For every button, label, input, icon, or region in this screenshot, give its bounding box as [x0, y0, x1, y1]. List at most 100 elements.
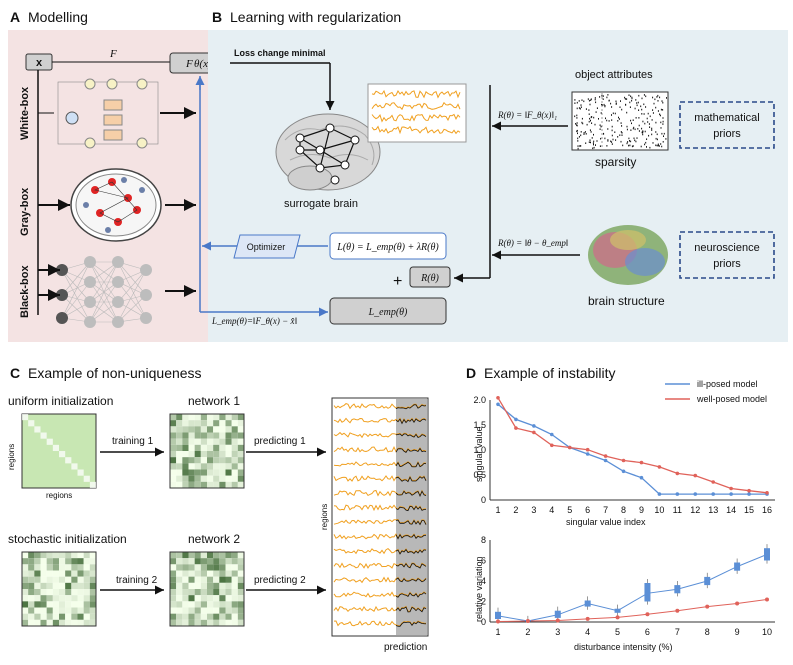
black-box-diagram: [56, 256, 152, 328]
matrix-cell: [71, 607, 78, 614]
raster-dot: [659, 113, 661, 116]
raster-dot: [642, 130, 644, 132]
raster-dot: [578, 107, 580, 109]
matrix-cell: [83, 582, 90, 589]
matrix-cell: [194, 601, 201, 608]
matrix-cell: [182, 426, 189, 433]
matrix-cell: [22, 601, 29, 608]
matrix-cell: [170, 438, 177, 445]
matrix-cell: [170, 607, 177, 614]
matrix-cell: [22, 589, 29, 596]
matrix-cell: [22, 613, 29, 620]
matrix-cell: [200, 570, 207, 577]
matrix-cell: [237, 564, 244, 571]
raster-dot: [652, 96, 654, 99]
matrix-cell: [71, 570, 78, 577]
series-point: [735, 601, 740, 606]
raster-dot: [592, 147, 594, 150]
matrix-cell: [200, 444, 207, 451]
matrix-cell: [225, 426, 232, 433]
matrix-cell: [231, 558, 238, 565]
optimizer-label: Optimizer: [247, 242, 286, 252]
matrix-cell: [65, 601, 72, 608]
raster-dot: [626, 128, 628, 131]
nn-edge: [89, 261, 119, 323]
matrix-cell: [194, 444, 201, 451]
matrix-cell: [237, 613, 244, 620]
matrix-cell: [59, 582, 66, 589]
matrix-cell: [46, 552, 53, 559]
prediction-overlay: [395, 490, 427, 498]
raster-dot: [626, 111, 628, 114]
x-tick-label: 2: [525, 627, 530, 637]
matrix-cell: [182, 463, 189, 470]
raster-dot: [614, 131, 616, 133]
matrix-cell: [22, 619, 29, 626]
raster-dot: [662, 120, 664, 123]
raster-dot: [644, 130, 646, 133]
raster-dot: [615, 139, 617, 141]
matrix-cell: [170, 582, 177, 589]
matrix-cell: [89, 558, 96, 565]
raster-dot: [649, 146, 651, 149]
signal-trace: [371, 101, 461, 111]
matrix-cell: [219, 438, 226, 445]
matrix-cell: [46, 601, 53, 608]
matrix-cell: [194, 469, 201, 476]
raster-dot: [601, 103, 602, 106]
x-tick-label: 5: [567, 505, 572, 515]
matrix-cell: [28, 619, 35, 626]
series-point: [550, 443, 554, 448]
diag-cell: [83, 475, 90, 482]
series-point: [555, 618, 560, 623]
raster-dot: [595, 111, 597, 113]
matrix-cell: [28, 589, 35, 596]
y-tick-label: 4: [481, 576, 486, 586]
raster-dot: [631, 96, 633, 99]
raster-dot: [620, 131, 622, 133]
matrix-cell: [34, 595, 41, 602]
matrix-cell: [213, 613, 220, 620]
matrix-cell: [200, 558, 207, 565]
matrix-cell: [182, 420, 189, 427]
matrix-cell: [194, 432, 201, 439]
gray-box-diagram: [70, 168, 162, 242]
matrix-cell: [188, 582, 195, 589]
matrix-cell: [40, 564, 47, 571]
prediction-trace: [333, 547, 427, 555]
matrix-cell: [52, 607, 59, 614]
matrix-cell: [176, 595, 183, 602]
prediction-trace: [333, 533, 427, 540]
signal-trace: [371, 125, 461, 135]
raster-dot: [633, 126, 635, 129]
matrix-cell: [207, 475, 214, 482]
matrix-cell: [213, 589, 220, 596]
matrix-cell: [65, 576, 72, 583]
surrogate-label: surrogate brain: [284, 198, 358, 210]
matrix-cell: [188, 607, 195, 614]
raster-dot: [651, 119, 653, 121]
raster-dot: [594, 98, 596, 101]
matrix-cell: [237, 438, 244, 445]
matrix-cell: [200, 420, 207, 427]
matrix-cell: [231, 564, 238, 571]
matrix-cell: [34, 570, 41, 577]
raster-dot: [657, 94, 659, 97]
raster-dot: [630, 119, 632, 122]
matrix-cell: [219, 444, 226, 451]
matrix-cell: [188, 589, 195, 596]
prediction-overlay: [395, 592, 427, 598]
nn-node: [84, 316, 96, 328]
matrix-cell: [225, 420, 232, 427]
matrix-cell: [213, 481, 220, 488]
raster-dot: [590, 99, 592, 101]
matrix-cell: [182, 613, 189, 620]
y-tick-label: 2.0: [473, 395, 486, 405]
raster-dot: [600, 125, 602, 128]
matrix-cell: [231, 457, 238, 464]
matrix-cell: [176, 589, 183, 596]
matrix-cell: [219, 576, 226, 583]
raster-dot: [662, 101, 664, 104]
y-tick-label: 8: [481, 535, 486, 545]
nn-node: [56, 312, 68, 324]
